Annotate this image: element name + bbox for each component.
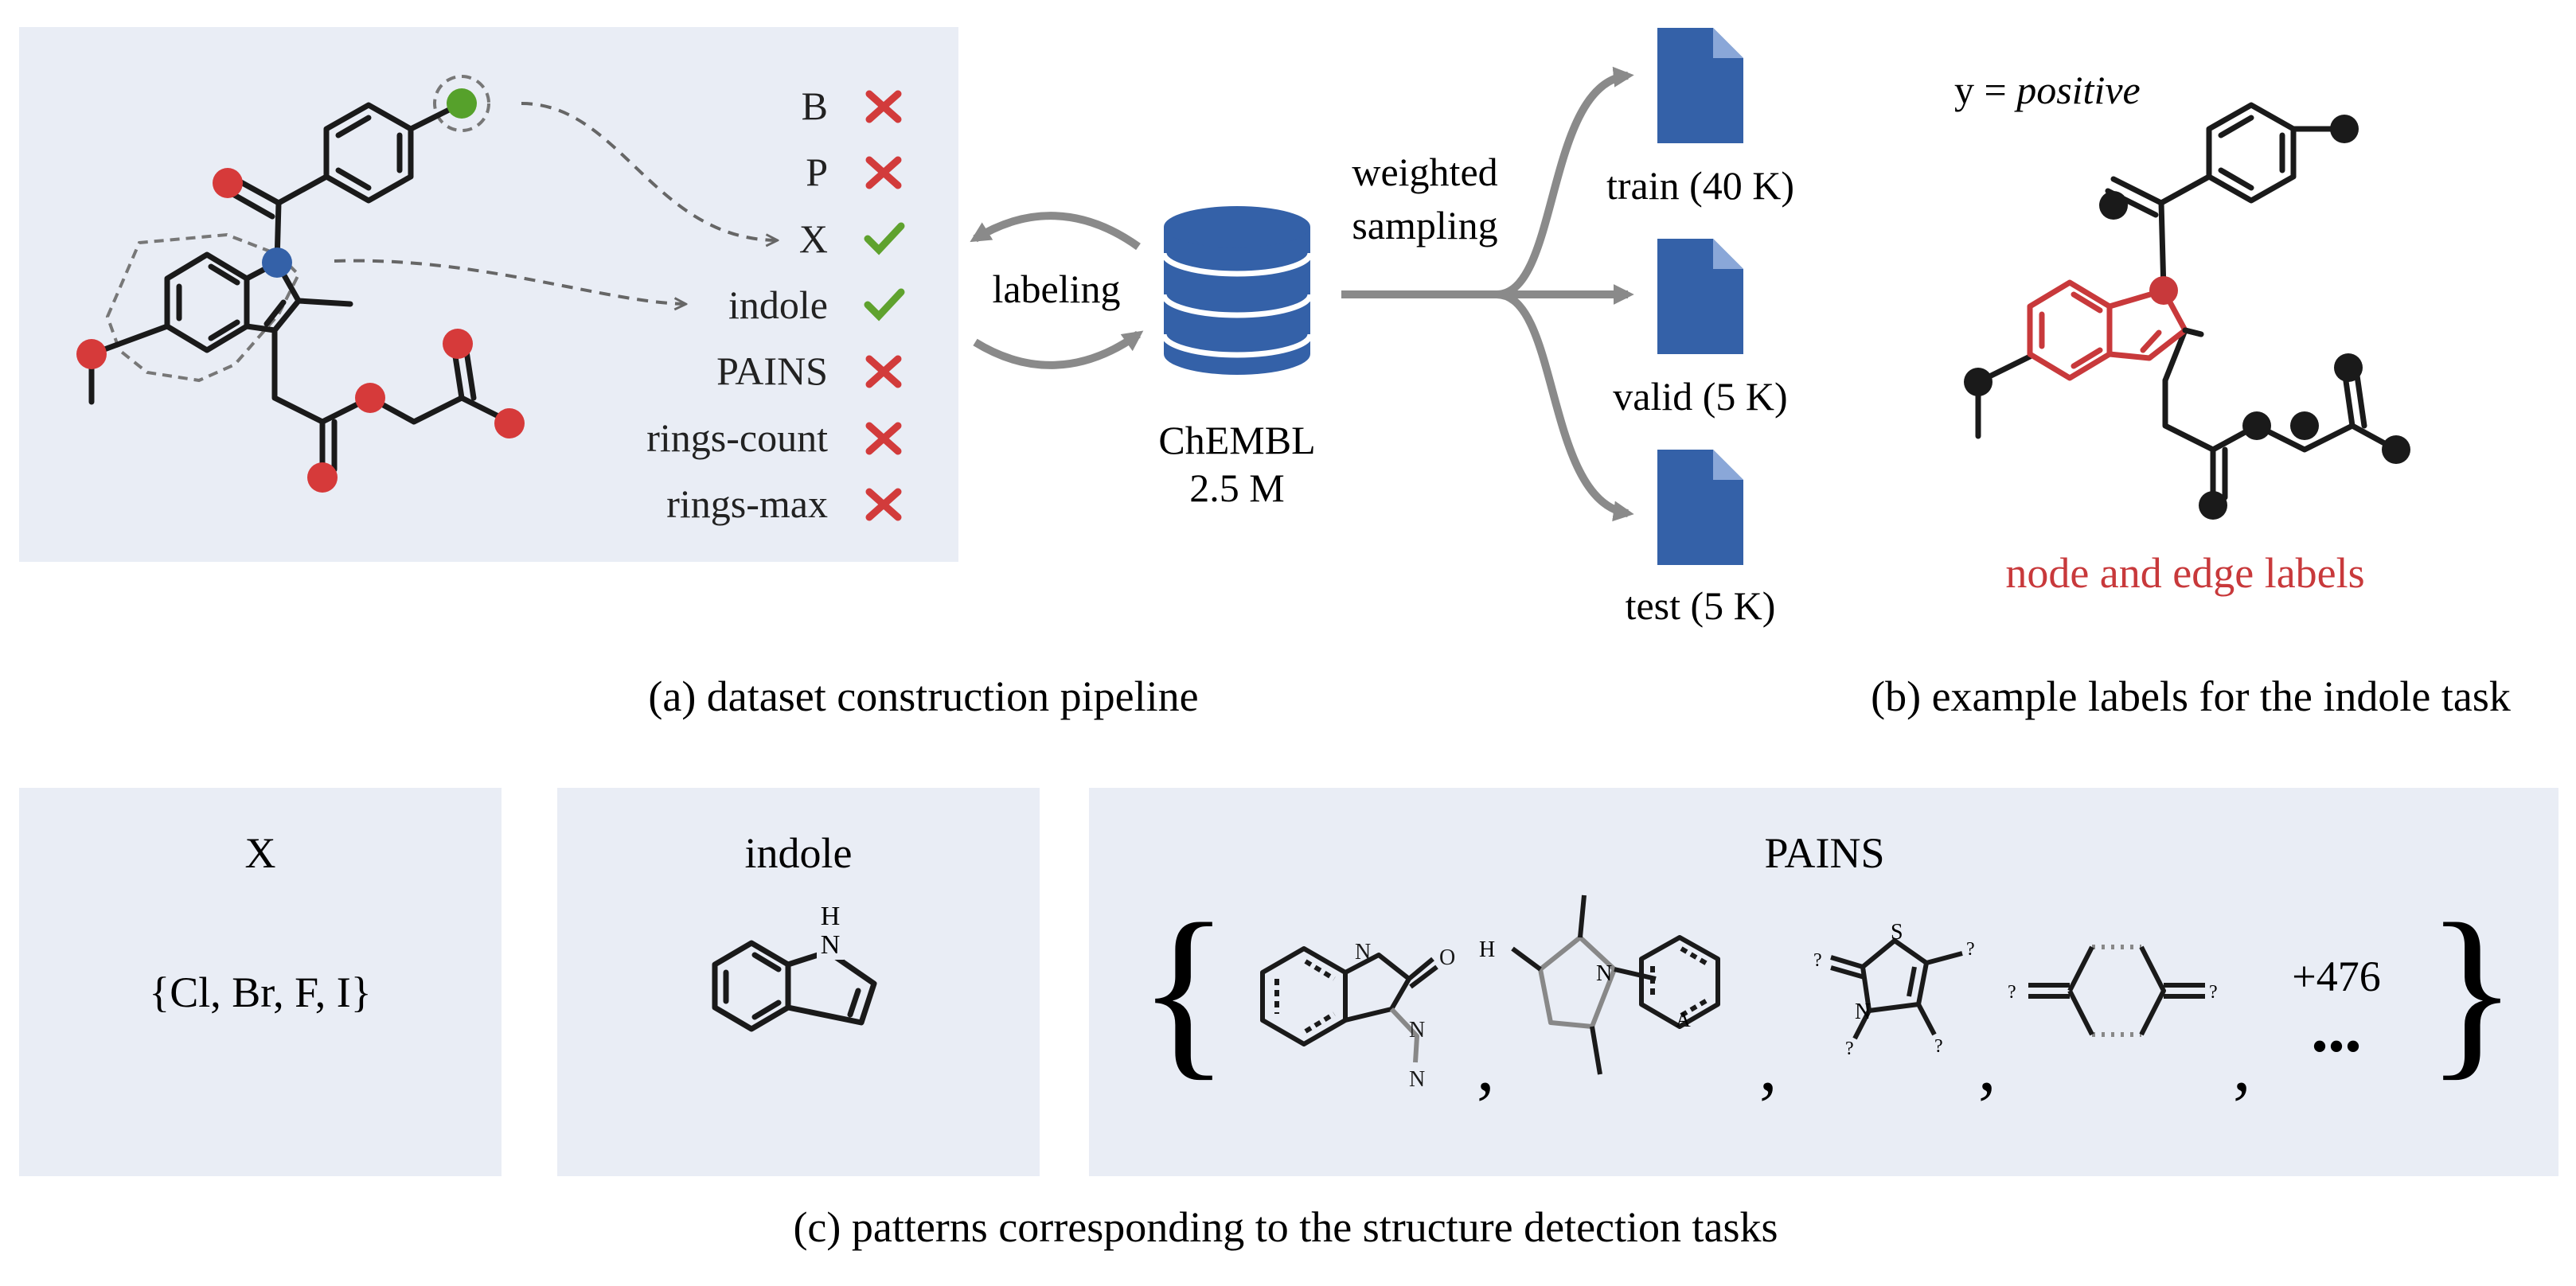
sampling-label-line1: weighted <box>1352 150 1497 194</box>
cross-icon <box>865 90 902 123</box>
nitrogen-atom-blue <box>262 247 292 278</box>
check-marks <box>864 90 905 521</box>
pains-structure-2 <box>1511 894 1720 1075</box>
caption-b: (b) example labels for the indole task <box>1871 672 2511 720</box>
oxygen-atom <box>213 168 243 198</box>
panel-c-pains-background <box>1089 788 2558 1176</box>
check-label-b: B <box>802 84 828 128</box>
pains-structure-3 <box>1830 938 1963 1040</box>
halogen-atom-green <box>447 88 477 119</box>
halogen-to-x-arrow <box>521 102 776 240</box>
labeling-arrow-bottom <box>973 330 1144 369</box>
file-icon-test <box>1657 450 1743 565</box>
oxygen-atom <box>443 329 473 359</box>
oxygen-atom <box>494 408 525 438</box>
pains-3-q4: ? <box>1934 1036 1943 1057</box>
pains-structure-4 <box>2028 945 2205 1037</box>
comma-4: , <box>2233 1027 2251 1106</box>
label-y: y = positive <box>1954 68 2141 112</box>
pains-3-q1: ? <box>1813 950 1822 971</box>
split-valid-label: valid (5 K) <box>1613 374 1787 419</box>
pains-right-brace: } <box>2426 884 2517 1096</box>
split-test-label: test (5 K) <box>1626 583 1776 628</box>
check-label-x: X <box>799 216 828 261</box>
pains-1-n2: N <box>1409 1018 1425 1042</box>
check-label-pains: PAINS <box>716 349 828 393</box>
panel-c-indole-background <box>557 788 1040 1176</box>
pains-more-count: +476 <box>2292 953 2380 1000</box>
check-label-rings-max: rings-max <box>666 481 828 526</box>
labeling-label: labeling <box>992 267 1120 311</box>
molecule-bonds <box>88 100 513 477</box>
pains-2-h: H <box>1479 937 1495 962</box>
caption-a: (a) dataset construction pipeline <box>648 672 1198 720</box>
file-icon-train <box>1657 28 1743 143</box>
task-check-list: B P X indole PAINS rings-count rings-max <box>646 84 828 526</box>
label-y-prefix: y = <box>1954 68 2016 112</box>
pains-1-n: N <box>1355 940 1371 964</box>
pains-2-n: N <box>1596 961 1612 986</box>
check-label-indole: indole <box>728 283 828 327</box>
panel-a-background <box>19 27 958 562</box>
pattern-pains-title: PAINS <box>1764 829 1884 877</box>
pains-ellipsis: ••• <box>2311 1020 2361 1073</box>
pains-4-q1: ? <box>2008 982 2016 1003</box>
database-size: 2.5 M <box>1189 466 1284 510</box>
molecule-panel-b <box>1975 102 2399 505</box>
indole-structure <box>712 940 877 1032</box>
pains-3-q3: ? <box>1845 1039 1854 1059</box>
cross-icon <box>865 422 902 455</box>
database-icon <box>1161 206 1313 375</box>
sampling-arrows <box>1341 66 1634 522</box>
pains-left-brace: { <box>1138 884 1229 1096</box>
arrow-to-test <box>1341 290 1634 522</box>
indole-to-indole-arrow <box>334 259 685 304</box>
oxygen-atom <box>307 462 338 493</box>
pains-1-o: O <box>1439 945 1455 970</box>
indole-highlight-outline <box>105 75 490 383</box>
indole-h-label: H <box>821 902 841 931</box>
split-train-label: train (40 K) <box>1606 163 1794 208</box>
pains-4-q2: ? <box>2209 982 2218 1003</box>
pains-2-a: A <box>1676 1008 1691 1031</box>
sampling-label-line2: sampling <box>1352 203 1497 247</box>
cross-icon <box>865 488 902 521</box>
file-icon-valid <box>1657 239 1743 354</box>
pains-3-n: N <box>1855 1000 1871 1024</box>
check-label-p: P <box>806 150 828 194</box>
molecule-panel-a <box>76 75 776 493</box>
pains-1-n3: N <box>1409 1067 1425 1092</box>
check-label-rings-count: rings-count <box>646 415 828 460</box>
caption-c: (c) patterns corresponding to the struct… <box>793 1203 1778 1251</box>
comma-3: , <box>1978 1027 1996 1106</box>
molecule-panel-b-atoms <box>1964 115 2410 520</box>
check-icon <box>864 288 905 322</box>
oxygen-atom <box>76 339 107 369</box>
cross-icon <box>865 355 902 388</box>
oxygen-atom <box>355 383 385 413</box>
panel-c-x-background <box>19 788 502 1176</box>
node-edge-label: node and edge labels <box>2005 549 2364 597</box>
pattern-indole-title: indole <box>745 829 853 877</box>
database-name: ChEMBL <box>1158 418 1315 462</box>
check-icon <box>864 222 905 255</box>
comma-2: , <box>1759 1027 1778 1106</box>
halogen-highlight-circle <box>433 75 490 132</box>
pattern-x-title: X <box>245 829 276 877</box>
label-y-value: positive <box>2014 68 2141 112</box>
arrow-to-train <box>1341 66 1634 298</box>
cross-icon <box>865 156 902 189</box>
pains-structure-1 <box>1260 946 1438 1063</box>
pains-3-q2: ? <box>1966 939 1975 960</box>
molecule-atoms <box>76 88 525 493</box>
comma-1: , <box>1477 1027 1495 1106</box>
pattern-x-set: {Cl, Br, F, I} <box>149 968 371 1016</box>
labeling-arrow-top <box>970 212 1141 251</box>
indole-n-label: N <box>821 930 841 960</box>
pains-3-s: S <box>1891 920 1903 945</box>
